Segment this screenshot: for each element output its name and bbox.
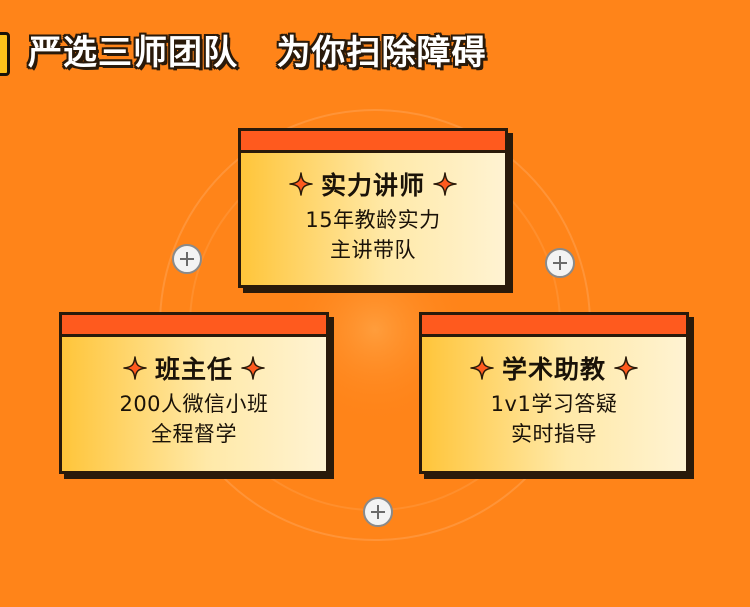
card-title: 学术助教 xyxy=(501,355,606,384)
card-teaching-assistant: 学术助教 1v1学习答疑 实时指导 xyxy=(419,312,689,474)
card-top-bar xyxy=(241,131,505,153)
page-title: 严选三师团队 为你扫除障碍 xyxy=(28,33,487,73)
card-line: 实时指导 xyxy=(511,422,597,446)
card-line: 1v1学习答疑 xyxy=(490,392,618,416)
plus-icon xyxy=(545,248,575,278)
sparkle-icon xyxy=(470,356,494,380)
card-title-row: 学术助教 xyxy=(422,351,686,385)
card-title: 班主任 xyxy=(154,355,233,384)
page-header: 严选三师团队 为你扫除障碍 xyxy=(0,28,750,78)
card-line: 15年教龄实力 xyxy=(305,208,441,232)
card-top-bar xyxy=(62,315,326,337)
sparkle-icon xyxy=(123,356,147,380)
card-line: 主讲带队 xyxy=(330,238,416,262)
card-title-row: 班主任 xyxy=(62,351,326,385)
sparkle-icon xyxy=(289,172,313,196)
card-lead-teacher: 实力讲师 15年教龄实力 主讲带队 xyxy=(238,128,508,288)
card-head-teacher: 班主任 200人微信小班 全程督学 xyxy=(59,312,329,474)
card-title: 实力讲师 xyxy=(320,171,425,200)
card-title-row: 实力讲师 xyxy=(241,167,505,201)
sparkle-icon xyxy=(433,172,457,196)
card-line: 全程督学 xyxy=(151,422,237,446)
plus-icon xyxy=(172,244,202,274)
card-top-bar xyxy=(422,315,686,337)
sparkle-icon xyxy=(614,356,638,380)
card-line: 200人微信小班 xyxy=(119,392,269,416)
plus-icon xyxy=(363,497,393,527)
sparkle-icon xyxy=(241,356,265,380)
header-accent-tab xyxy=(0,32,10,76)
